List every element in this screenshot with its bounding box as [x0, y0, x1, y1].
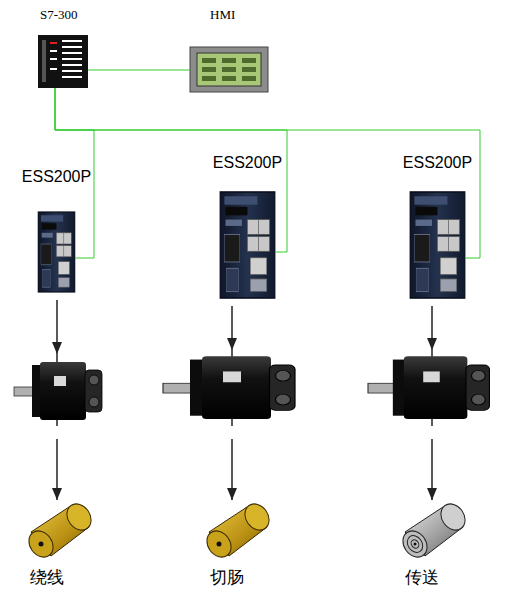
device-label: ESS200P — [403, 154, 472, 172]
plc-icon — [38, 35, 88, 88]
device-node: ESS200P — [220, 154, 275, 298]
servo-motor — [14, 362, 102, 420]
servo-drive-icon — [410, 192, 465, 298]
servo-motor — [163, 356, 295, 419]
device-node: 传送 — [396, 502, 466, 590]
device-label: 切肠 — [210, 568, 244, 588]
device-node: HMI — [190, 8, 268, 92]
device-label: HMI — [210, 8, 235, 23]
yellow-roller — [24, 499, 96, 562]
device-label: ESS200P — [213, 154, 282, 172]
device-node: S7-300 — [38, 8, 88, 88]
arrow-gap — [50, 426, 439, 439]
device-label: S7-300 — [40, 8, 78, 23]
network-line — [88, 70, 190, 71]
device-node: ESS200P — [410, 154, 465, 298]
servo-drive-icon — [220, 192, 275, 298]
device-label: 绕线 — [30, 568, 64, 588]
servo-motor — [368, 356, 489, 419]
device-node: 绕线 — [22, 502, 92, 590]
arrow-head — [52, 338, 437, 354]
device-node: ESS200P — [38, 168, 75, 292]
conveyor-roller — [398, 499, 470, 562]
network-line — [55, 88, 480, 258]
servo-drive-icon — [38, 212, 75, 292]
device-label: ESS200P — [22, 168, 91, 186]
hmi-icon — [190, 47, 268, 92]
device-label: 传送 — [405, 568, 439, 588]
device-node: 切肠 — [200, 502, 270, 590]
yellow-roller — [202, 499, 274, 562]
